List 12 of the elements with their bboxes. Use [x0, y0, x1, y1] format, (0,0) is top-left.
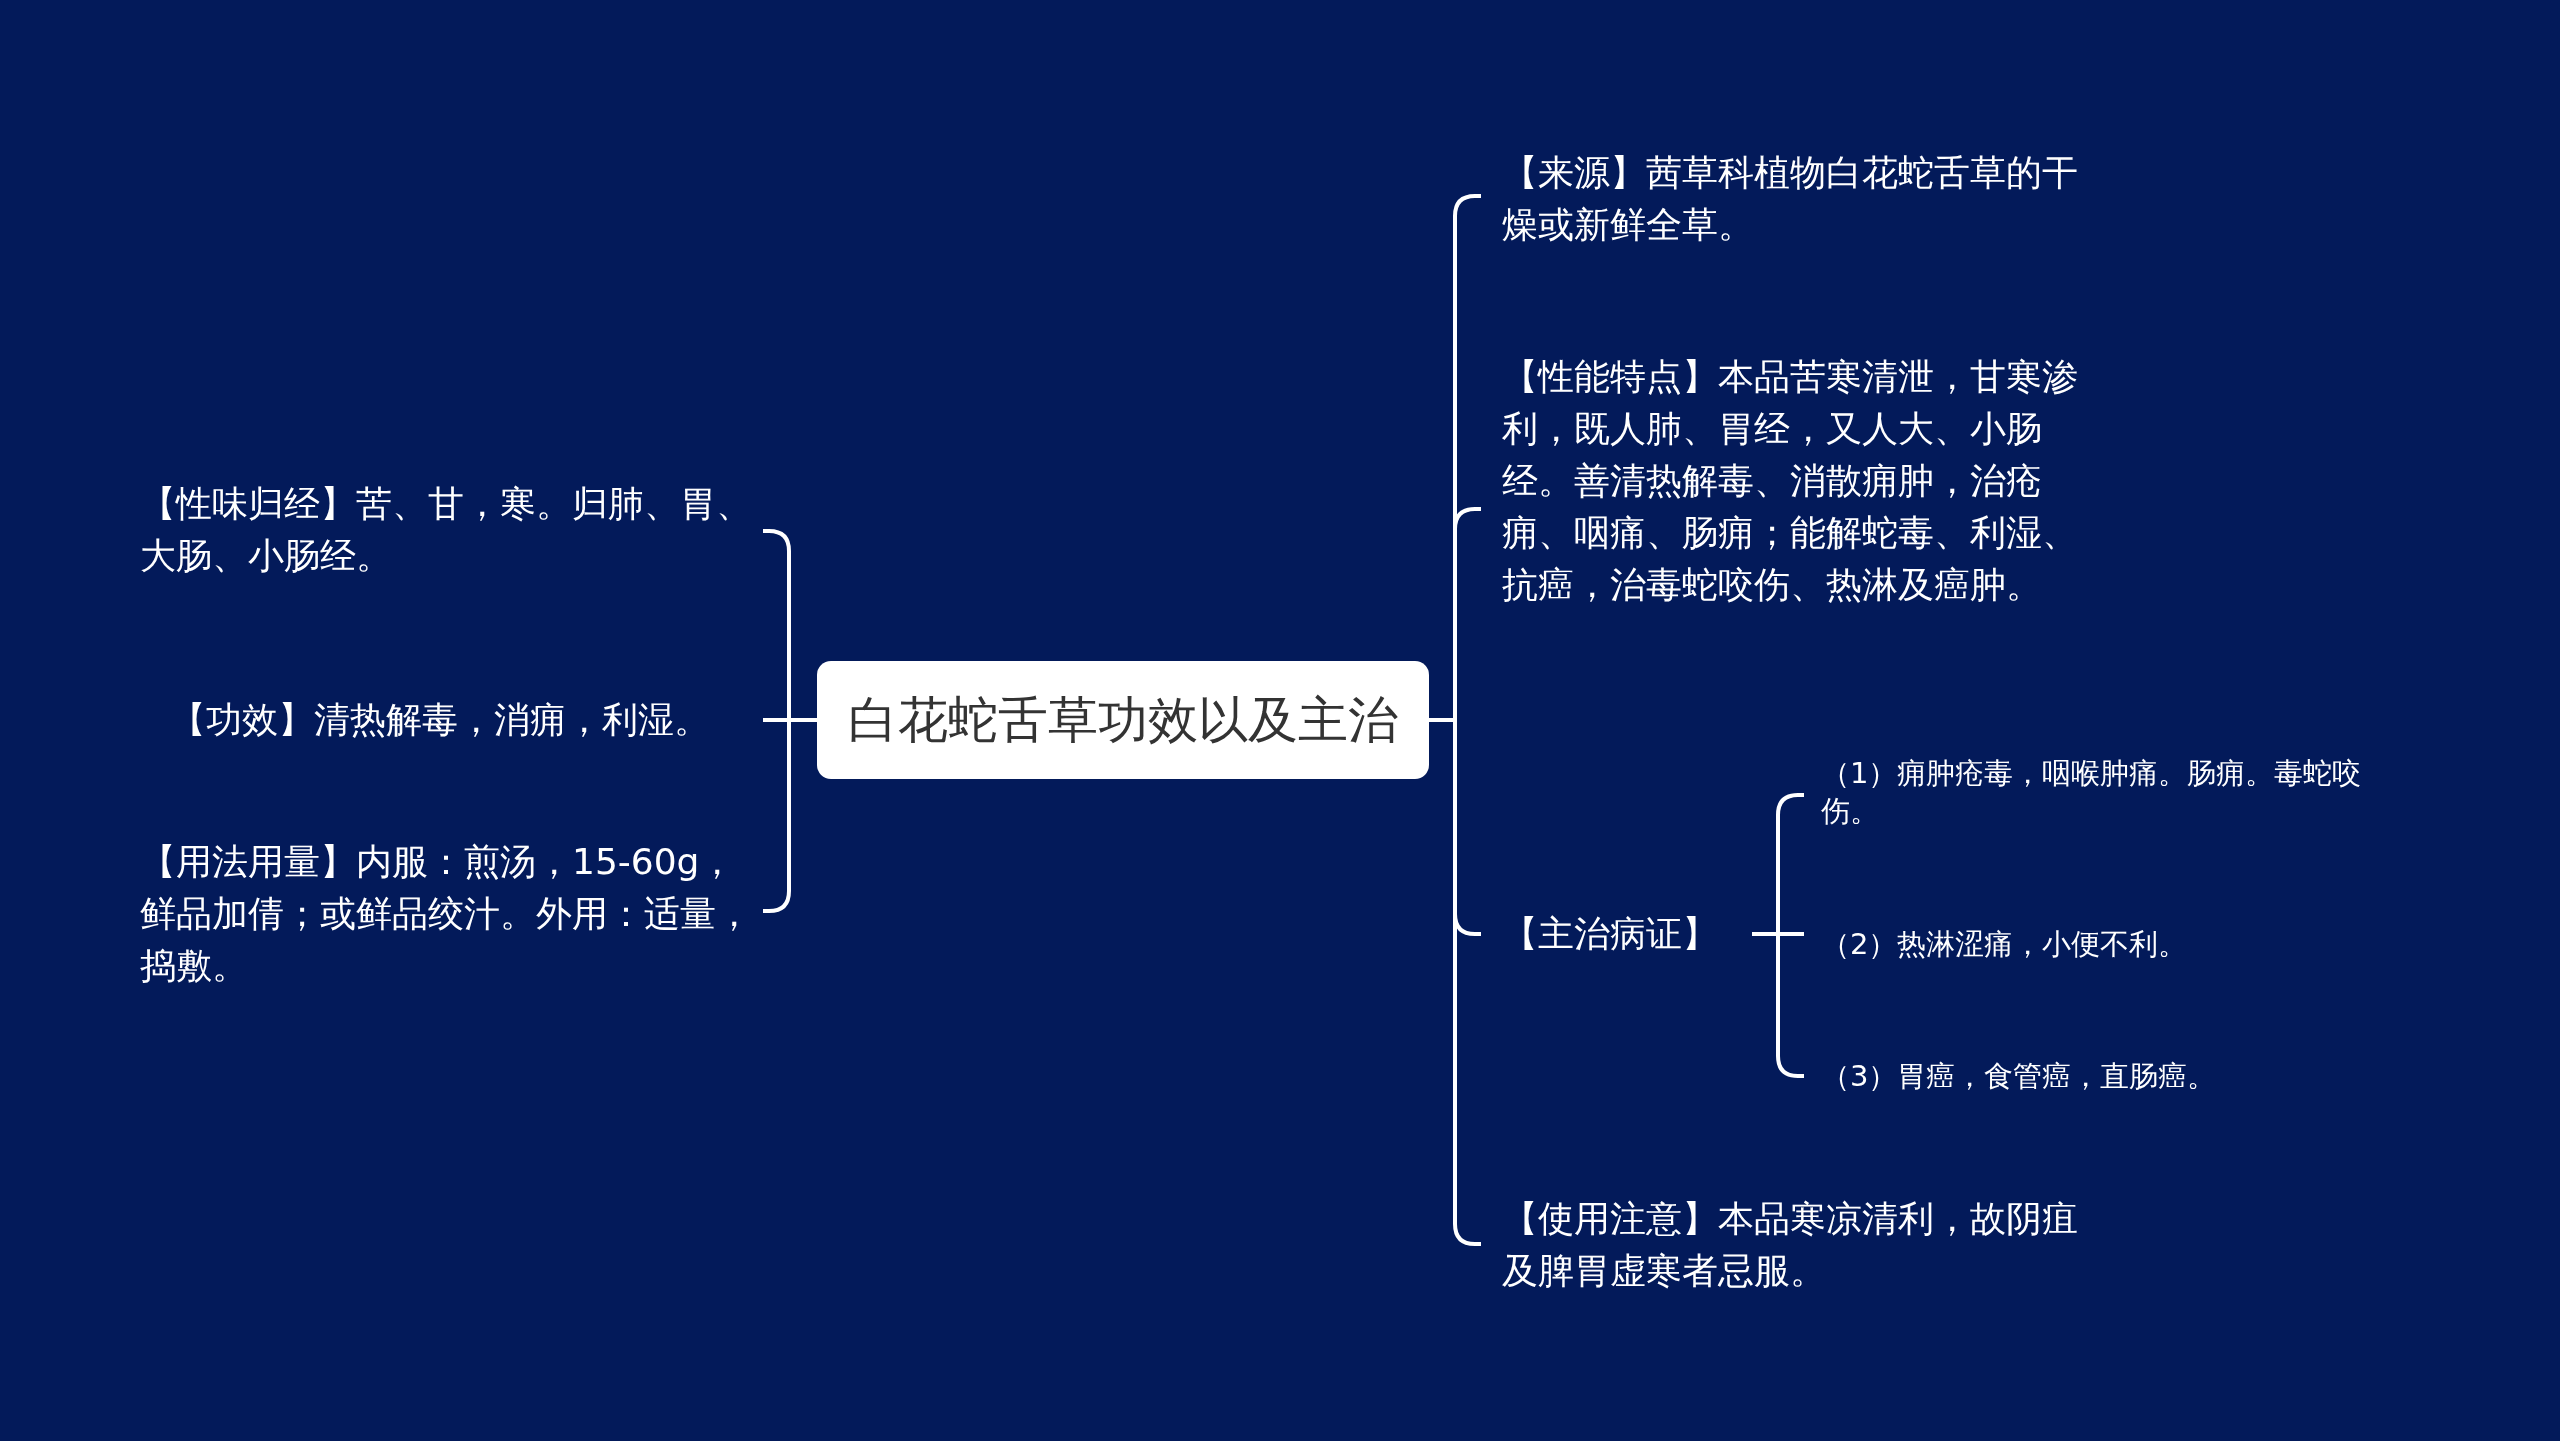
topic-text: 【性能特点】本品苦寒清泄，甘寒渗利，既人肺、胃经，又人大、小肠经。善清热解毒、消散痈肿，治疮痈、咽痛、肠痈；能解蛇毒、利湿、抗癌，治毒蛇咬伤、热淋及癌肿。 [1481, 351, 2101, 611]
topic-text: （2）热淋涩痛，小便不利。 [1804, 925, 2414, 963]
connector-line [1429, 718, 1481, 1246]
topic-text: 【功效】清热解毒，消痈，利湿。 [140, 694, 763, 746]
topic-box: 白花蛇舌草功效以及主治 [817, 661, 1429, 779]
topic-text: （3）胃癌，食管癌，直肠癌。 [1804, 1057, 2414, 1095]
topic-text: 【性味归经】苦、甘，寒。归肺、胃、大肠、小肠经。 [140, 478, 763, 582]
topic-text: 【来源】茜草科植物白花蛇舌草的干燥或新鲜全草。 [1481, 147, 2101, 251]
topic-text: 【用法用量】内服：煎汤，15-60g，鲜品加倩；或鲜品绞汁。外用：适量，捣敷。 [140, 836, 763, 992]
topic-text: 【主治病证】 [1481, 908, 1752, 960]
topic-text: 【使用注意】本品寒凉清利，故阴疽及脾胃虚寒者忌服。 [1481, 1193, 2101, 1297]
topic-text: （1）痈肿疮毒，咽喉肿痛。肠痈。毒蛇咬伤。 [1804, 754, 2414, 830]
